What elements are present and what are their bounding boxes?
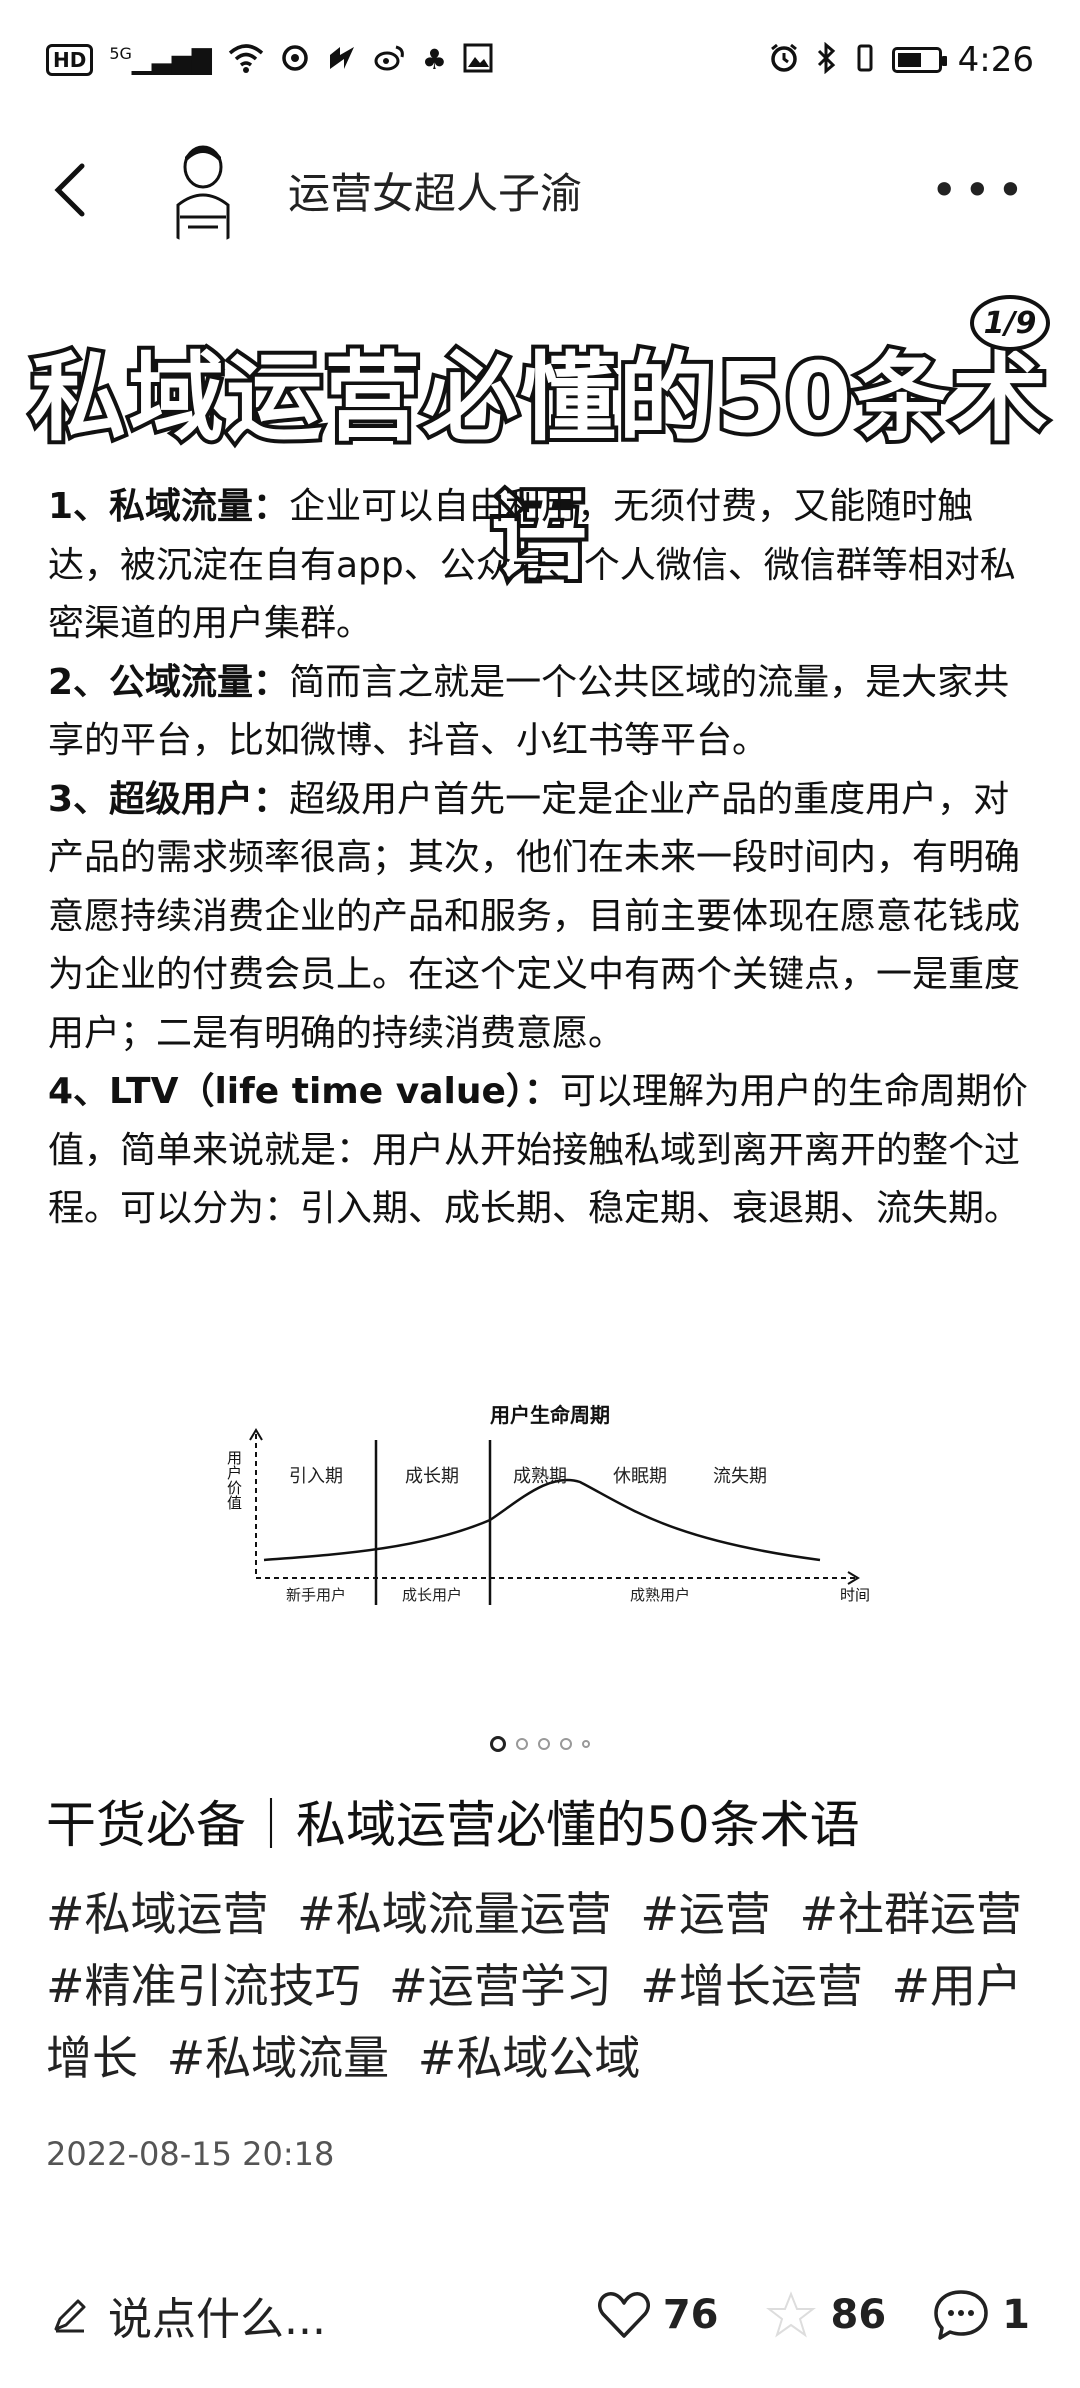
pagination-dot: [516, 1738, 528, 1750]
collect-button[interactable]: 86: [764, 2290, 886, 2340]
wifi-icon: [228, 43, 264, 78]
avatar-illustration: [176, 145, 230, 243]
stage-label: 成熟期: [513, 1466, 567, 1487]
more-icon: •••: [930, 163, 1030, 217]
post-header: 运营女超人子渝 •••: [0, 120, 1080, 260]
lifecycle-diagram: 用户生命周期 用户价值 时间 引入期 成长期 成熟期 休眠期 流失期 新手用户 …: [225, 1403, 870, 1605]
pagination-dot: [490, 1736, 506, 1752]
post-image-banner: 私域运营必懂的50条术语 1/9: [0, 285, 1080, 597]
lifecycle-curve: [263, 1478, 821, 1562]
image-pagination[interactable]: [0, 1736, 1080, 1752]
y-axis-arrow: [249, 1428, 263, 1441]
status-right-icons: 4:26: [768, 40, 1034, 80]
pencil-icon: [54, 2299, 86, 2333]
stage-label: 流失期: [713, 1466, 767, 1487]
comment-input[interactable]: 说点什么...: [50, 2283, 551, 2347]
x-axis-arrow: [847, 1571, 860, 1585]
article-paragraph: 3、超级用户：超级用户首先一定是企业产品的重度用户，对产品的需求频率很高；其次，…: [48, 771, 1038, 1064]
comment-placeholder: 说点什么...: [108, 2294, 326, 2345]
y-axis-label: 用户价值: [225, 1450, 243, 1510]
comment-button[interactable]: 1: [932, 2288, 1030, 2342]
status-bar: HD 5G▁▃▅▇ ♣ 4:26: [0, 0, 1080, 120]
term-label: 4、LTV（life time value）：: [48, 1071, 560, 1112]
app-notification-icon: [280, 43, 310, 78]
heart-icon: [597, 2292, 650, 2338]
post-title: 干货必备｜私域运营必懂的50条术语: [46, 1796, 860, 1854]
like-count: 76: [662, 2292, 719, 2338]
term-definition: 可以理解为用户的生命周期价值，简单来说就是：用户从开始接触私域到离开离开的整个过…: [48, 1071, 1028, 1229]
term-label: 2、公域流量：: [48, 661, 290, 703]
comment-count: 1: [1002, 2292, 1030, 2338]
hashtag[interactable]: #运营: [640, 1887, 771, 1941]
status-left-icons: HD 5G▁▃▅▇ ♣: [46, 43, 493, 78]
hashtag[interactable]: #私域流量运营: [297, 1887, 612, 1941]
hashtag[interactable]: #增长运营: [640, 1959, 863, 2013]
article-paragraph: 4、LTV（life time value）：可以理解为用户的生命周期价值，简单…: [48, 1063, 1038, 1239]
article-paragraph: 1、私域流量：企业可以自由利用，无须付费，又能随时触达，被沉淀在自有app、公众…: [48, 478, 1038, 654]
comment-bubble-icon: [934, 2290, 988, 2340]
diagram-title: 用户生命周期: [490, 1403, 610, 1427]
hashtag[interactable]: #精准引流技巧: [46, 1959, 361, 2013]
vibrate-icon: [854, 42, 876, 79]
user-type-label: 成熟用户: [630, 1586, 690, 1604]
pagination-dot: [582, 1740, 590, 1748]
banner-title: 私域运营必懂的50条术语: [26, 338, 1052, 597]
pagination-dot: [538, 1738, 550, 1750]
page-badge: 1/9: [970, 295, 1050, 351]
hashtag[interactable]: #运营学习: [389, 1959, 612, 2013]
term-definition: 企业可以自由利用，无须付费，又能随时触达，被沉淀在自有app、公众号、个人微信、…: [48, 486, 1016, 644]
app-notification-icon: ♣: [421, 43, 448, 76]
app-notification-icon: [326, 43, 358, 78]
term-definition: 简而言之就是一个公共区域的流量，是大家共享的平台，比如微博、抖音、小红书等平台。: [48, 661, 1010, 762]
user-type-label: 成长用户: [402, 1586, 462, 1604]
pagination-dot: [560, 1738, 572, 1750]
alarm-icon: [768, 42, 800, 79]
hashtag[interactable]: #社群运营: [799, 1887, 1023, 1941]
more-options-button[interactable]: •••: [931, 163, 1040, 217]
hashtag[interactable]: #私域流量: [166, 2031, 390, 2085]
signal-icon: 5G▁▃▅▇: [109, 44, 212, 76]
star-icon: [766, 2291, 817, 2338]
hashtag[interactable]: #私域公域: [417, 2031, 641, 2085]
term-label: 3、超级用户：: [48, 778, 290, 820]
post-image-text: 1、私域流量：企业可以自由利用，无须付费，又能随时触达，被沉淀在自有app、公众…: [48, 478, 1038, 1239]
stage-label: 引入期: [289, 1466, 343, 1487]
stage-label: 休眠期: [613, 1466, 667, 1487]
chevron-left-icon: [54, 163, 85, 217]
clock: 4:26: [957, 40, 1034, 80]
image-icon: [463, 43, 493, 78]
tag-list: #私域运营 #私域流量运营 #运营 #社群运营 #精准引流技巧 #运营学习 #增…: [46, 1878, 1046, 2094]
hashtag[interactable]: #私域运营: [46, 1887, 269, 1941]
user-type-label: 新手用户: [286, 1586, 346, 1604]
term-definition: 超级用户首先一定是企业产品的重度用户，对产品的需求频率很高；其次，他们在未来一段…: [48, 778, 1021, 1054]
collect-count: 86: [830, 2292, 887, 2338]
article-paragraph: 2、公域流量：简而言之就是一个公共区域的流量，是大家共享的平台，比如微博、抖音、…: [48, 654, 1038, 771]
x-axis-label: 时间: [840, 1586, 870, 1604]
stage-label: 成长期: [405, 1466, 459, 1487]
post-date: 2022-08-15 20:18: [46, 2135, 335, 2173]
battery-icon: [891, 47, 947, 73]
hashtag[interactable]: #用户增长: [46, 1959, 1023, 2085]
hd-icon: HD: [46, 44, 94, 76]
bluetooth-icon: [816, 41, 838, 79]
avatar[interactable]: [148, 135, 258, 245]
weibo-icon: [374, 43, 406, 78]
like-button[interactable]: 76: [597, 2290, 719, 2340]
bottom-action-bar: 说点什么... 76 86 1: [0, 2260, 1080, 2370]
author-name[interactable]: 运营女超人子渝: [288, 168, 583, 218]
term-label: 1、私域流量：: [48, 486, 290, 527]
back-button[interactable]: [40, 160, 100, 220]
battery-level: [897, 53, 921, 67]
